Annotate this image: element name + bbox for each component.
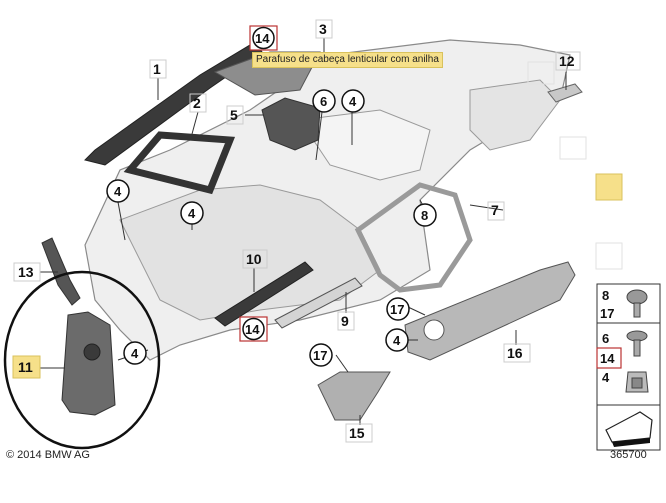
screw-icon [626, 289, 648, 318]
callout-12: 12 [555, 51, 581, 71]
legend-14-text: 14 [600, 351, 615, 366]
legend-6-text: 6 [602, 331, 609, 346]
part-16-trim-panel [404, 261, 576, 361]
part-2-display-frame [123, 131, 236, 195]
callout-4-e-text: 4 [393, 333, 401, 348]
callout-14-top-text: 14 [255, 31, 270, 46]
callout-6-text: 6 [320, 94, 327, 109]
part-8-trim-frame [354, 182, 473, 293]
callout-13-text: 13 [18, 264, 34, 280]
callout-3: 3 [315, 19, 333, 39]
part-16-opening [423, 319, 445, 341]
callout-2-text: 2 [193, 95, 201, 111]
hover-tooltip: Parafuso de cabeça lenticular com anilha [252, 52, 443, 68]
callout-4-a: 4 [341, 89, 365, 113]
callout-11-highlighted: 11 [12, 355, 41, 379]
legend-17-text: 17 [600, 306, 614, 321]
callout-9: 9 [337, 311, 355, 331]
callout-4-e: 4 [385, 328, 409, 352]
callout-16-text: 16 [507, 345, 523, 361]
callout-4-c-text: 4 [188, 206, 196, 221]
part-15-bracket [317, 371, 391, 421]
callout-9-text: 9 [341, 313, 349, 329]
legend-4-text: 4 [602, 370, 610, 385]
callout-17-a-text: 17 [390, 302, 404, 317]
part-11-opening [83, 343, 101, 361]
callout-1: 1 [149, 59, 167, 79]
callout-7-text: 7 [491, 202, 499, 218]
callout-1-text: 1 [153, 61, 161, 77]
callout-4-d-text: 4 [131, 346, 139, 361]
callout-13: 13 [13, 262, 41, 282]
callout-5: 5 [226, 105, 244, 125]
callout-17-b: 17 [309, 343, 333, 367]
clip-icon [625, 371, 649, 393]
callout-7: 7 [487, 201, 505, 221]
part-13-pillar-trim [41, 237, 81, 306]
callout-15-text: 15 [349, 425, 365, 441]
callout-3-text: 3 [319, 21, 327, 37]
detail-highlight-circle [3, 270, 161, 450]
fastener-legend: 8 17 6 14 4 [596, 283, 661, 451]
callout-6: 6 [312, 89, 336, 113]
copyright-text: © 2014 BMW AG [6, 449, 90, 461]
callout-4-d: 4 [123, 341, 147, 365]
callout-14-top: 14 [249, 25, 278, 51]
callout-4-b-text: 4 [114, 184, 122, 199]
callout-10-text: 10 [246, 251, 262, 267]
callout-15: 15 [345, 423, 373, 443]
highlight-square [595, 173, 623, 201]
part-10-trim-strip [214, 261, 314, 327]
callout-17-a: 17 [386, 297, 410, 321]
callout-4-c: 4 [180, 201, 204, 225]
callout-5-text: 5 [230, 107, 238, 123]
diagram-number: 365700 [610, 449, 647, 461]
washer-screw-icon [626, 330, 648, 357]
part-9-trim-strip [274, 277, 363, 329]
callout-16: 16 [503, 343, 531, 363]
faint-squares [527, 61, 623, 270]
callout-17-b-text: 17 [313, 348, 327, 363]
callout-8: 8 [413, 203, 437, 227]
callout-2: 2 [189, 93, 207, 113]
callout-8-text: 8 [421, 208, 428, 223]
callout-10: 10 [242, 249, 268, 269]
legend-8-text: 8 [602, 288, 609, 303]
part-11-side-cover [61, 311, 116, 416]
trim-tool-icon [605, 411, 653, 447]
callout-14-middle: 14 [239, 316, 268, 342]
callout-14-middle-text: 14 [245, 322, 260, 337]
callout-4-b: 4 [106, 179, 130, 203]
callout-11-text: 11 [18, 359, 33, 375]
callout-12-text: 12 [559, 53, 575, 69]
callout-4-a-text: 4 [349, 94, 357, 109]
